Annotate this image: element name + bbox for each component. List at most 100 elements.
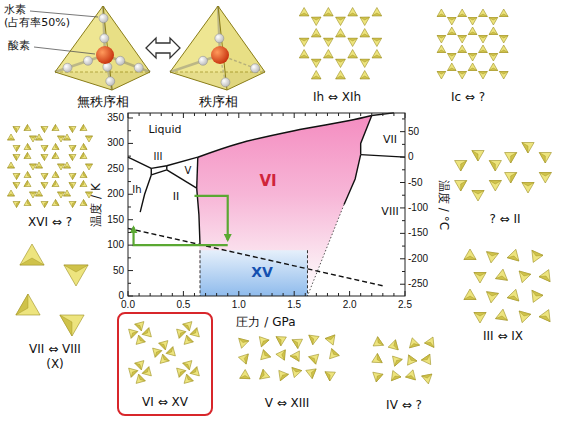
tetrahedron-face bbox=[522, 183, 534, 187]
tetrahedron bbox=[410, 338, 420, 348]
tetrahedron bbox=[135, 322, 144, 331]
tetrahedron-face bbox=[13, 183, 17, 189]
tetrahedron bbox=[519, 311, 531, 323]
tetrahedron bbox=[522, 183, 534, 194]
tetrahedron-face bbox=[135, 363, 142, 370]
tetrahedron bbox=[348, 38, 358, 46]
hydrogen-atom bbox=[199, 56, 208, 65]
tick bbox=[216, 293, 217, 296]
tetrahedron-face bbox=[179, 371, 186, 378]
tetrahedron-face bbox=[332, 349, 340, 356]
tetrahedron-face bbox=[378, 337, 384, 346]
tetrahedron-face bbox=[190, 367, 197, 374]
tetrahedron-face bbox=[522, 143, 528, 154]
tick bbox=[393, 113, 394, 116]
tetrahedron bbox=[336, 59, 346, 67]
tick-label: -150 bbox=[408, 228, 428, 240]
tetrahedron bbox=[406, 370, 416, 380]
tetrahedron-face bbox=[52, 153, 56, 159]
tetrahedron bbox=[299, 50, 309, 58]
axis-title: 温度 / K bbox=[90, 183, 104, 227]
tetrahedron-face bbox=[312, 34, 322, 37]
tick-label: 1.0 bbox=[232, 299, 246, 311]
tick bbox=[150, 293, 151, 296]
tetrahedron-face bbox=[496, 276, 508, 280]
tick bbox=[128, 219, 133, 220]
tetrahedron-face bbox=[52, 125, 56, 131]
phase-boundary bbox=[151, 170, 167, 175]
structure-label: (X) bbox=[46, 358, 64, 372]
tetrahedron-face bbox=[52, 181, 56, 187]
tetrahedron bbox=[539, 270, 550, 282]
tetrahedron bbox=[276, 337, 286, 346]
tetrahedron bbox=[496, 309, 508, 320]
tetrahedron bbox=[129, 329, 138, 338]
tetrahedron-face bbox=[240, 376, 250, 379]
tetra-edge bbox=[112, 72, 150, 90]
tick bbox=[128, 283, 131, 284]
tetrahedron-face bbox=[448, 18, 457, 21]
tick bbox=[205, 113, 206, 116]
tetrahedron bbox=[36, 134, 43, 140]
tetrahedron bbox=[479, 45, 488, 53]
tetrahedron bbox=[499, 36, 508, 44]
tick bbox=[128, 117, 133, 118]
tetrahedron-face bbox=[56, 172, 60, 178]
tetrahedron bbox=[69, 174, 76, 180]
tetrahedron-face bbox=[360, 76, 370, 79]
tick bbox=[216, 113, 217, 116]
tetrahedron bbox=[86, 164, 93, 170]
tetrahedron bbox=[393, 356, 403, 366]
tetrahedron-face bbox=[511, 153, 517, 164]
tetrahedron bbox=[8, 134, 15, 140]
tetrahedron bbox=[183, 322, 192, 331]
tetrahedron bbox=[24, 172, 31, 178]
tetrahedron-face bbox=[282, 350, 286, 360]
tetrahedron bbox=[16, 294, 40, 315]
hydrogen-atom bbox=[221, 78, 230, 87]
oxygen-atom bbox=[211, 46, 229, 64]
phase-label: VII bbox=[383, 134, 397, 147]
tetrahedron bbox=[425, 337, 435, 347]
tetrahedron-face bbox=[507, 296, 519, 301]
tetrahedron-face bbox=[474, 273, 486, 277]
tick bbox=[402, 195, 405, 196]
tetrahedron bbox=[60, 315, 84, 336]
tetrahedron bbox=[36, 190, 43, 196]
tick-label: 100 bbox=[107, 239, 124, 251]
tetrahedron bbox=[489, 181, 501, 192]
tetrahedron bbox=[306, 369, 316, 379]
tetrahedron bbox=[388, 340, 398, 350]
tetrahedron-face bbox=[80, 125, 84, 131]
tick bbox=[402, 169, 405, 170]
annotation: 水素 (占有率50%) bbox=[4, 4, 70, 29]
tetrahedron bbox=[448, 18, 457, 26]
tetrahedron-face bbox=[45, 146, 49, 152]
tetrahedron-face bbox=[86, 164, 93, 166]
tetrahedron bbox=[499, 45, 508, 53]
tetrahedron bbox=[489, 161, 501, 172]
phase-boundary bbox=[166, 166, 167, 170]
tetrahedron bbox=[64, 134, 71, 140]
phase-boundary bbox=[167, 170, 197, 188]
tick bbox=[360, 113, 361, 116]
structure-label: XVI ⇔ ? bbox=[28, 216, 72, 230]
tick bbox=[161, 113, 162, 116]
tetrahedron bbox=[184, 374, 193, 383]
tetrahedron-face bbox=[276, 337, 281, 346]
process-arrow bbox=[194, 196, 227, 240]
tetrahedron bbox=[372, 8, 382, 16]
region-edge bbox=[307, 250, 308, 296]
tetrahedron bbox=[324, 8, 334, 16]
tetrahedron bbox=[336, 17, 346, 25]
tick-label: 50 bbox=[408, 126, 419, 138]
tick bbox=[349, 291, 350, 296]
tetrahedron bbox=[455, 181, 467, 192]
tetrahedron-face bbox=[487, 292, 499, 296]
tick bbox=[400, 207, 405, 208]
tetrahedron bbox=[41, 174, 48, 180]
tetrahedron-face bbox=[409, 355, 417, 361]
tick bbox=[227, 113, 228, 116]
tetrahedron-face bbox=[36, 166, 43, 168]
tick bbox=[260, 293, 261, 296]
